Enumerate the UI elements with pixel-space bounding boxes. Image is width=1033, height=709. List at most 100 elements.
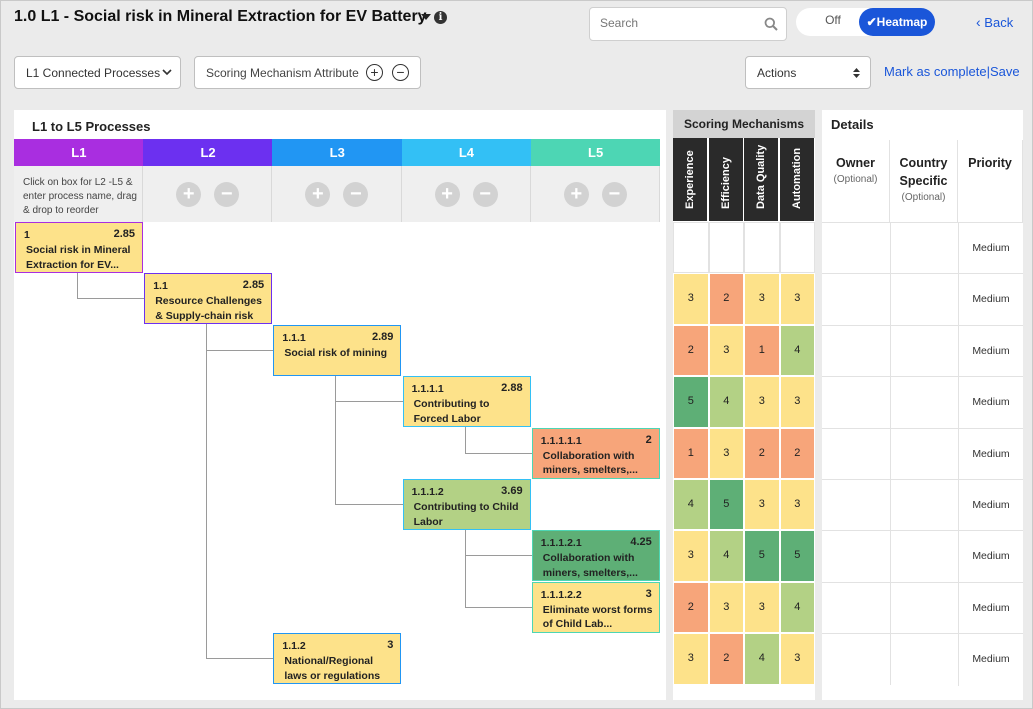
score-cell[interactable]: 4 [708,530,744,582]
priority-cell[interactable]: Medium [958,325,1023,378]
process-score: 4.25 [630,536,652,549]
score-cell[interactable]: 4 [779,324,815,377]
remove-l2-minus-icon[interactable]: − [214,182,240,207]
add-attribute-plus-icon[interactable]: + [366,64,383,81]
process-number: 1.1.1.2.2 [540,588,582,601]
priority-cell[interactable]: Medium [958,377,1023,429]
scoring-column-header: Data Quality [744,138,778,221]
score-cell[interactable] [673,222,709,274]
score-cell[interactable]: 3 [779,479,815,531]
score-cell[interactable]: 2 [708,633,744,685]
process-score: 2.85 [242,279,265,292]
connected-processes-dropdown[interactable]: L1 Connected Processes [14,56,181,89]
score-cell[interactable]: 1 [673,427,709,479]
add-l2-plus-icon[interactable]: + [176,182,202,207]
priority-cell[interactable]: Medium [958,223,1023,275]
score-cell[interactable]: 2 [744,427,780,479]
score-cell[interactable]: 2 [673,581,709,634]
score-cell[interactable]: 3 [673,633,709,685]
score-cell[interactable]: 3 [779,376,815,428]
score-cell[interactable]: 1 [744,324,780,377]
process-score: 2.88 [501,382,523,395]
score-cell[interactable] [744,222,780,274]
score-cell[interactable] [779,222,815,274]
score-cell[interactable]: 3 [779,633,815,685]
priority-cell[interactable]: Medium [958,274,1023,326]
remove-attribute-minus-icon[interactable]: − [392,64,409,81]
process-score: 2.89 [371,330,394,343]
scoring-column-label: Experience [684,150,696,209]
level-header-l1: L1 [14,139,144,166]
score-cell[interactable]: 3 [744,273,780,325]
score-cell[interactable]: 5 [708,479,744,531]
info-icon[interactable]: i [434,11,447,24]
score-cell[interactable]: 4 [779,581,815,634]
score-cell[interactable]: 3 [779,273,815,325]
remove-l3-minus-icon[interactable]: − [343,182,369,207]
level-controls-l5 [530,166,660,222]
priority-cell[interactable]: Medium [958,531,1023,583]
details-row: Medium [822,479,1023,532]
score-cell[interactable]: 3 [744,581,780,634]
level-controls-l4 [401,166,531,222]
score-cell[interactable]: 5 [779,530,815,582]
score-cell[interactable]: 3 [708,581,744,634]
score-cell[interactable]: 4 [744,633,780,685]
score-cell[interactable]: 5 [744,530,780,582]
details-panel: Details Owner(Optional)Country Specific(… [822,110,1023,700]
score-cell[interactable]: 3 [673,530,709,582]
search-icon[interactable] [764,17,778,31]
score-cell[interactable]: 4 [673,479,709,531]
add-l3-plus-icon[interactable]: + [305,182,331,207]
mark-complete-save-link[interactable]: Mark as complete|Save [884,64,1020,79]
chevron-down-icon [162,69,172,76]
priority-cell[interactable]: Medium [958,428,1023,480]
score-cell[interactable]: 2 [673,324,709,377]
score-cell[interactable]: 3 [708,324,744,377]
search-box[interactable] [589,7,787,41]
process-label: Eliminate worst forms of Child Lab... [542,603,653,631]
process-label: Collaboration with miners, smelters,... [542,552,638,579]
toggle-off-label[interactable]: Off [825,13,841,27]
score-cell[interactable]: 3 [744,479,780,531]
scoring-attribute-control: Scoring Mechanism Attribute + − [194,56,421,89]
tree-connector [77,273,78,299]
details-divider [890,274,891,326]
actions-select[interactable]: Actions [745,56,871,89]
details-column-label: Owner [836,156,875,170]
add-l4-plus-icon[interactable]: + [434,182,460,207]
priority-cell[interactable]: Medium [958,480,1023,532]
details-column-label: Country Specific [899,156,948,188]
scoring-column-header: Efficiency [708,138,743,221]
score-cell[interactable]: 2 [779,427,815,479]
back-link[interactable]: ‹ Back [976,14,1013,30]
score-cell[interactable]: 4 [708,376,744,428]
details-row: Medium [822,273,1023,326]
process-label: Social risk in Mineral Extraction for EV… [26,244,131,271]
add-l5-plus-icon[interactable]: + [563,182,589,207]
score-cell[interactable]: 3 [708,427,744,479]
score-cell[interactable]: 3 [673,273,709,325]
heatmap-toggle[interactable]: Off ✔Heatmap [796,8,935,36]
remove-l5-minus-icon[interactable]: − [601,182,627,207]
search-input[interactable] [600,16,760,30]
score-cell[interactable]: 2 [708,273,744,325]
score-cell[interactable] [708,222,744,274]
priority-cell[interactable]: Medium [958,582,1023,635]
score-cell[interactable]: 3 [744,376,780,428]
toggle-heatmap-label[interactable]: ✔Heatmap [859,8,935,36]
remove-l4-minus-icon[interactable]: − [472,182,498,207]
title-dropdown-caret-icon[interactable] [421,14,431,20]
scoring-title: Scoring Mechanisms [673,110,815,138]
score-cell[interactable]: 5 [673,376,709,428]
priority-cell[interactable]: Medium [958,634,1023,686]
